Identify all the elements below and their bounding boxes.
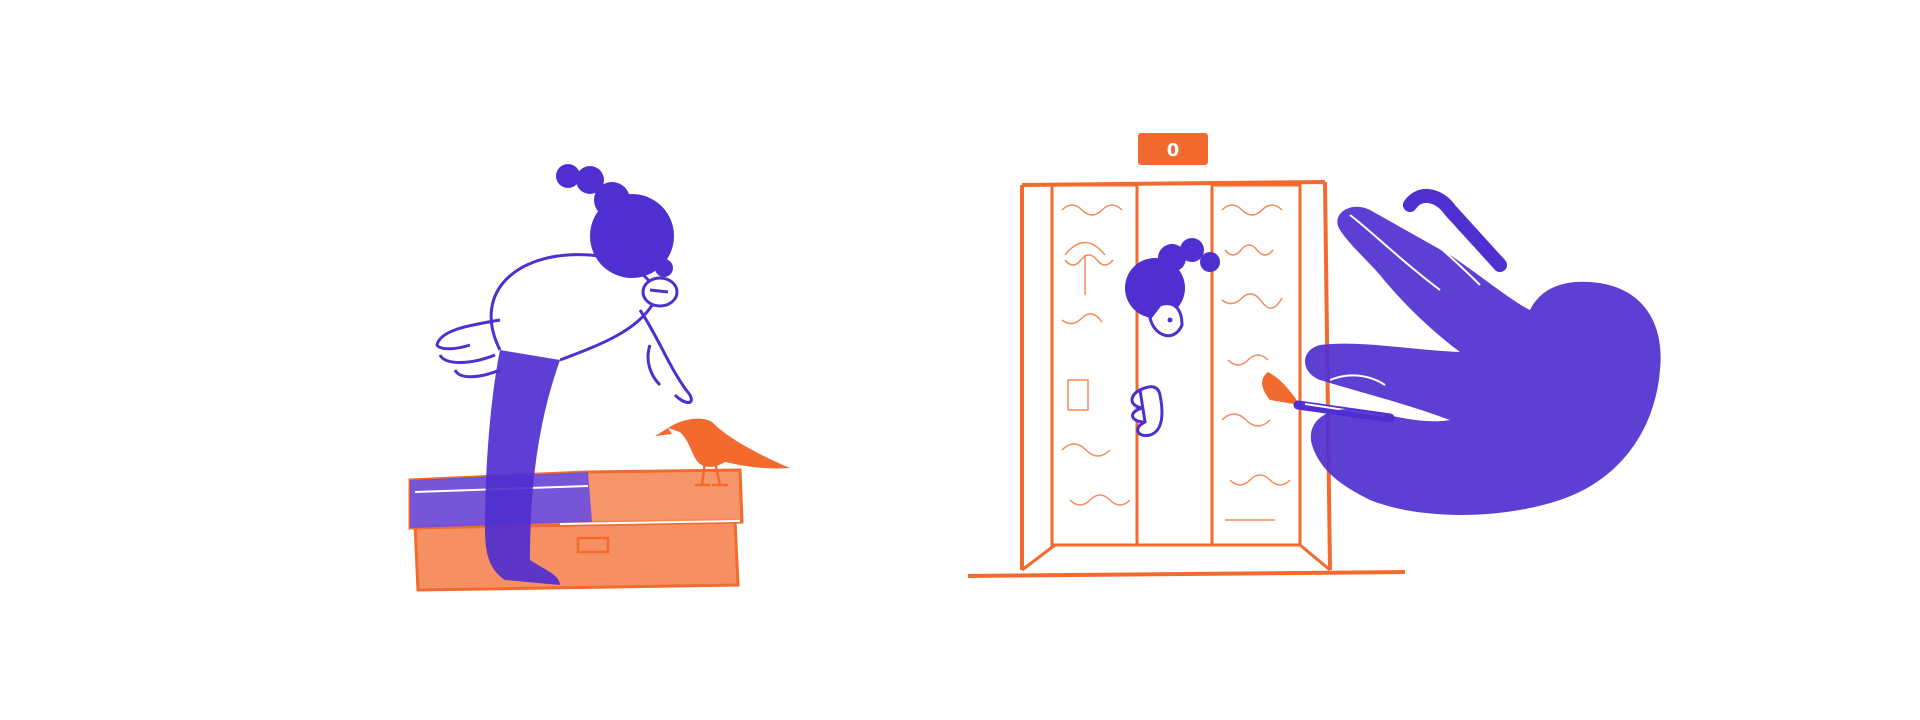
right-vignette: 0 — [967, 133, 1661, 578]
left-vignette — [408, 164, 790, 592]
bending-figure — [435, 164, 693, 585]
floor-indicator-label: 0 — [1167, 140, 1180, 161]
peeking-figure — [1125, 238, 1220, 438]
crow — [655, 418, 790, 487]
giant-hand — [1305, 189, 1661, 516]
floor-indicator: 0 — [1138, 133, 1208, 165]
crate — [408, 468, 744, 592]
